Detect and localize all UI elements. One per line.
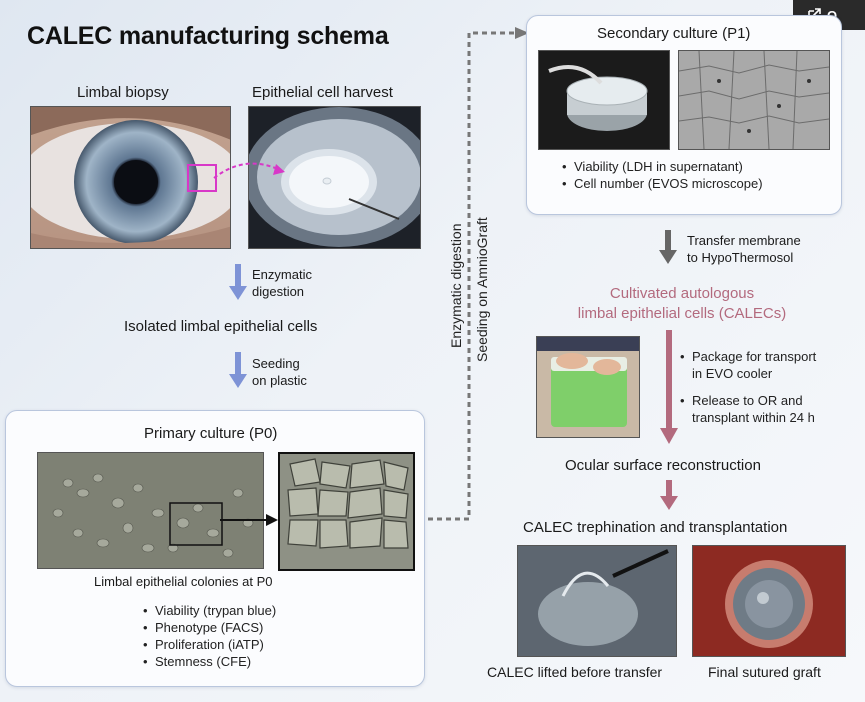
- page-title: CALEC manufacturing schema: [27, 22, 389, 50]
- cooler-photo: [536, 336, 640, 438]
- connector-label-1: Enzymatic digestion: [448, 223, 464, 348]
- connector-arrow: [428, 27, 529, 521]
- caption-graft: Final sutured graft: [708, 664, 821, 680]
- harvest-arrow: [213, 162, 285, 179]
- cell-harvest-label: Epithelial cell harvest: [252, 84, 393, 101]
- zoom-arrow: [220, 514, 278, 526]
- ocular-label: Ocular surface reconstruction: [565, 457, 761, 474]
- list-item: Cell number (EVOS microscope): [562, 175, 763, 192]
- list-item: Phenotype (FACS): [143, 619, 276, 636]
- harvest-photo: [248, 106, 421, 249]
- list-item: Viability (LDH in supernatant): [562, 158, 763, 175]
- list-item: Proliferation (iATP): [143, 636, 276, 653]
- secondary-culture-title: Secondary culture (P1): [597, 25, 751, 42]
- package-arrow: [660, 330, 678, 444]
- secondary-bullets: Viability (LDH in supernatant) Cell numb…: [562, 158, 763, 192]
- limbal-biopsy-label: Limbal biopsy: [77, 84, 169, 101]
- list-item: Viability (trypan blue): [143, 602, 276, 619]
- transfer-arrow: [659, 230, 677, 264]
- eye-photo: [30, 106, 231, 249]
- caption-lifted: CALEC lifted before transfer: [487, 664, 663, 680]
- connector-label-2: Seeding on AmnioGraft: [474, 217, 490, 362]
- sutured-graft-photo: [692, 545, 846, 657]
- insert-photo: [538, 50, 670, 150]
- evos-photo: [678, 50, 830, 150]
- primary-culture-title: Primary culture (P0): [144, 425, 278, 442]
- colonies-caption: Limbal epithelial colonies at P0: [94, 574, 273, 589]
- down-arrow-2: [229, 352, 247, 388]
- ocular-arrow: [660, 480, 678, 510]
- down-arrow-1: [229, 264, 247, 300]
- calec-lifted-photo: [517, 545, 677, 657]
- colonies-zoom-photo: [278, 452, 415, 571]
- primary-bullets: Viability (trypan blue) Phenotype (FACS)…: [143, 602, 276, 670]
- colonies-photo: [37, 452, 264, 569]
- isolated-cells-label: Isolated limbal epithelial cells: [124, 318, 318, 335]
- list-item: Stemness (CFE): [143, 653, 276, 670]
- trephination-label: CALEC trephination and transplantation: [523, 519, 788, 536]
